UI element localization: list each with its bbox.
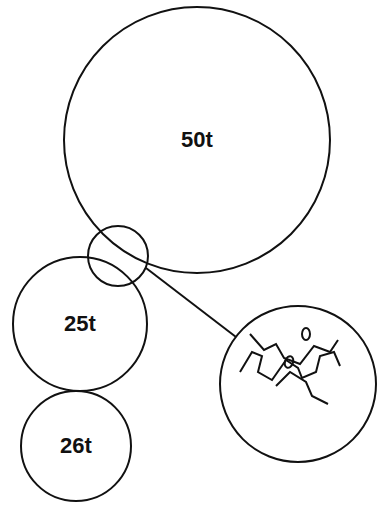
gear-outline: [64, 7, 330, 273]
tooth-contact: [283, 355, 295, 369]
tooth-count: 25t: [64, 313, 96, 335]
gear-circle: 26t: [20, 390, 132, 502]
tooth-profile: [276, 372, 328, 404]
tooth-contact: [302, 328, 310, 340]
gear-outline: [13, 257, 147, 391]
detail-marker-circle: [88, 226, 148, 286]
leader-line: [146, 268, 236, 337]
tooth-count: 26t: [60, 435, 92, 457]
gear-circle: 50t: [63, 6, 331, 274]
tooth-count: 50t: [181, 129, 213, 151]
tooth-profile: [240, 352, 340, 380]
gear-circle: 25t: [12, 256, 148, 392]
gear-outline: [21, 391, 131, 501]
zoom-circle: [220, 306, 376, 462]
